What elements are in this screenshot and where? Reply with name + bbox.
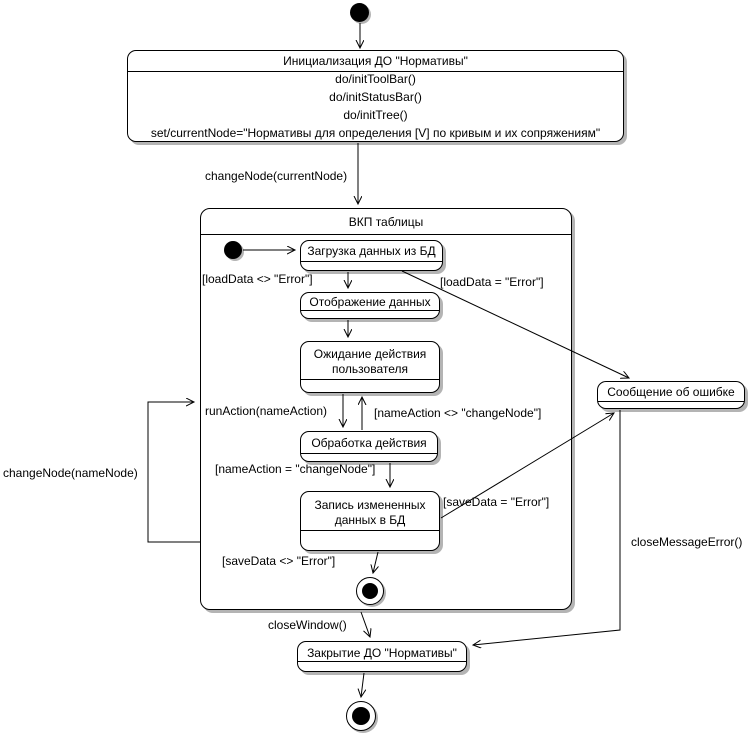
state-close: Закрытие ДО "Нормативы" bbox=[297, 641, 467, 672]
state-close-separator bbox=[298, 661, 466, 662]
label-name-action-neq: [nameAction <> "changeNode"] bbox=[374, 406, 542, 420]
label-load-err: [loadData = "Error"] bbox=[440, 275, 544, 289]
transition-composite-to-close bbox=[360, 611, 370, 637]
transition-close-to-final bbox=[361, 672, 364, 697]
state-wait: Ожидание действия пользователя bbox=[300, 341, 440, 393]
label-name-action-eq: [nameAction = "changeNode"] bbox=[215, 462, 376, 476]
state-wait-title: Ожидание действия пользователя bbox=[301, 344, 439, 380]
state-init-action-2: do/initStatusBar() bbox=[329, 90, 422, 104]
state-error-separator bbox=[598, 401, 744, 402]
label-save-err: [saveData = "Error"] bbox=[443, 495, 550, 509]
label-close-window: closeWindow() bbox=[268, 618, 347, 632]
state-load-title: Загрузка данных из БД bbox=[307, 244, 436, 258]
state-init-action-4: set/currentNode="Нормативы для определен… bbox=[150, 126, 601, 140]
state-error: Сообщение об ошибке bbox=[597, 381, 745, 409]
state-load: Загрузка данных из БД bbox=[300, 240, 443, 271]
label-change-node-current: changeNode(currentNode) bbox=[205, 169, 348, 183]
state-init-title: Инициализация ДО "Нормативы" bbox=[128, 51, 623, 72]
composite-final-state-icon bbox=[356, 577, 384, 605]
state-wait-separator bbox=[301, 379, 439, 380]
composite-initial-state-icon bbox=[224, 241, 242, 259]
state-save-line-2: данных в БД bbox=[334, 513, 406, 527]
initial-state-icon bbox=[350, 3, 369, 22]
state-composite-title: ВКП таблицы bbox=[201, 209, 571, 235]
state-save-title: Запись измененных данных в БД bbox=[301, 495, 439, 531]
state-init: Инициализация ДО "Нормативы" do/initTool… bbox=[127, 50, 624, 142]
label-save-ok: [saveData <> "Error"] bbox=[222, 554, 336, 568]
state-load-separator bbox=[301, 261, 442, 262]
state-display-title: Отображение данных bbox=[309, 295, 431, 309]
state-display: Отображение данных bbox=[300, 292, 440, 319]
label-run-action: runAction(nameAction) bbox=[205, 404, 328, 418]
state-process-separator bbox=[301, 453, 437, 454]
state-wait-line-1: Ожидание действия bbox=[313, 347, 427, 361]
transition-composite-self-loop bbox=[147, 402, 200, 543]
state-wait-line-2: пользователя bbox=[332, 362, 408, 376]
label-change-node-name: changeNode(nameNode) bbox=[3, 466, 138, 480]
state-close-title: Закрытие ДО "Нормативы" bbox=[307, 645, 457, 660]
state-init-actions: do/initToolBar() do/initStatusBar() do/i… bbox=[128, 71, 623, 141]
state-init-action-3: do/initTree() bbox=[343, 108, 408, 122]
state-process-title: Обработка действия bbox=[311, 435, 427, 450]
state-save: Запись измененных данных в БД bbox=[300, 491, 440, 551]
state-save-separator bbox=[301, 530, 439, 531]
state-init-action-1: do/initToolBar() bbox=[335, 72, 416, 86]
label-load-ok: [loadData <> "Error"] bbox=[202, 272, 313, 286]
state-error-title: Сообщение об ошибке bbox=[607, 385, 735, 399]
composite-final-state-core bbox=[362, 583, 378, 599]
state-process: Обработка действия bbox=[300, 431, 438, 462]
final-state-icon bbox=[346, 701, 376, 731]
state-save-line-1: Запись измененных bbox=[314, 498, 426, 512]
final-state-core bbox=[352, 707, 370, 725]
label-close-message-error: closeMessageError() bbox=[631, 535, 743, 549]
state-display-separator bbox=[301, 310, 439, 311]
